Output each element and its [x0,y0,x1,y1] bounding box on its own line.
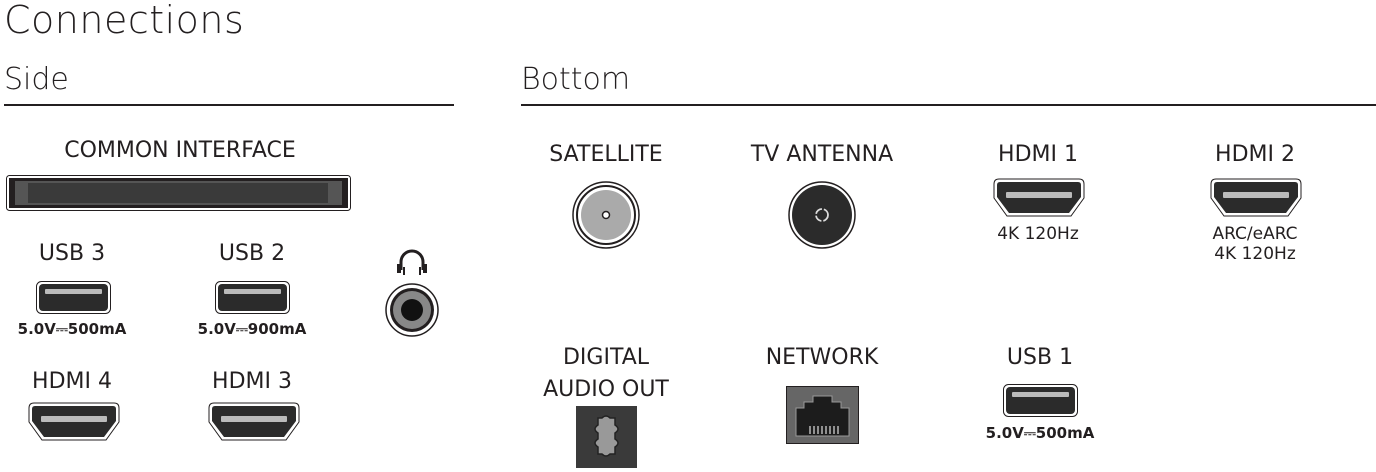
bottom-divider [521,104,1376,106]
tv-antenna-connector-icon [788,181,856,249]
usb3-label: USB 3 [38,241,106,266]
digital-audio-label-line2: AUDIO OUT [543,377,669,402]
usb3-port-icon [36,281,111,314]
common-interface-slot-icon [6,175,351,211]
usb2-label: USB 2 [218,241,286,266]
hdmi2-label: HDMI 2 [1215,142,1295,167]
hdmi3-port-icon [208,402,300,441]
usb1-label: USB 1 [1006,345,1074,370]
hdmi4-port-icon [28,402,120,441]
hdmi1-port-icon [993,178,1085,217]
hdmi2-spec: 4K 120Hz [1214,244,1296,264]
headphone-icon [397,249,427,275]
side-divider [4,104,454,106]
satellite-label: SATELLITE [549,142,663,167]
network-label: NETWORK [765,345,879,370]
digital-audio-label-line1: DIGITAL [562,345,650,370]
common-interface-label: COMMON INTERFACE [64,138,296,163]
hdmi2-port-icon [1210,178,1302,217]
tv-antenna-label: TV ANTENNA [750,142,894,167]
headphone-jack-icon [385,283,439,337]
usb1-spec: 5.0V⎓500mA [985,424,1095,442]
optical-port-icon [576,406,637,468]
hdmi1-spec: 4K 120Hz [997,224,1079,244]
bottom-heading: Bottom [521,62,631,97]
ethernet-port-icon [786,386,859,444]
satellite-connector-icon [572,181,640,249]
hdmi1-label: HDMI 1 [998,142,1078,167]
hdmi3-label: HDMI 3 [212,369,292,394]
hdmi2-arc-spec: ARC/eARC [1212,224,1298,244]
usb1-port-icon [1003,384,1078,417]
usb2-port-icon [215,281,290,314]
hdmi4-label: HDMI 4 [32,369,112,394]
side-heading: Side [4,62,69,97]
page-title: Connections [4,0,245,42]
usb2-spec: 5.0V⎓900mA [197,320,307,338]
usb3-spec: 5.0V⎓500mA [17,320,127,338]
